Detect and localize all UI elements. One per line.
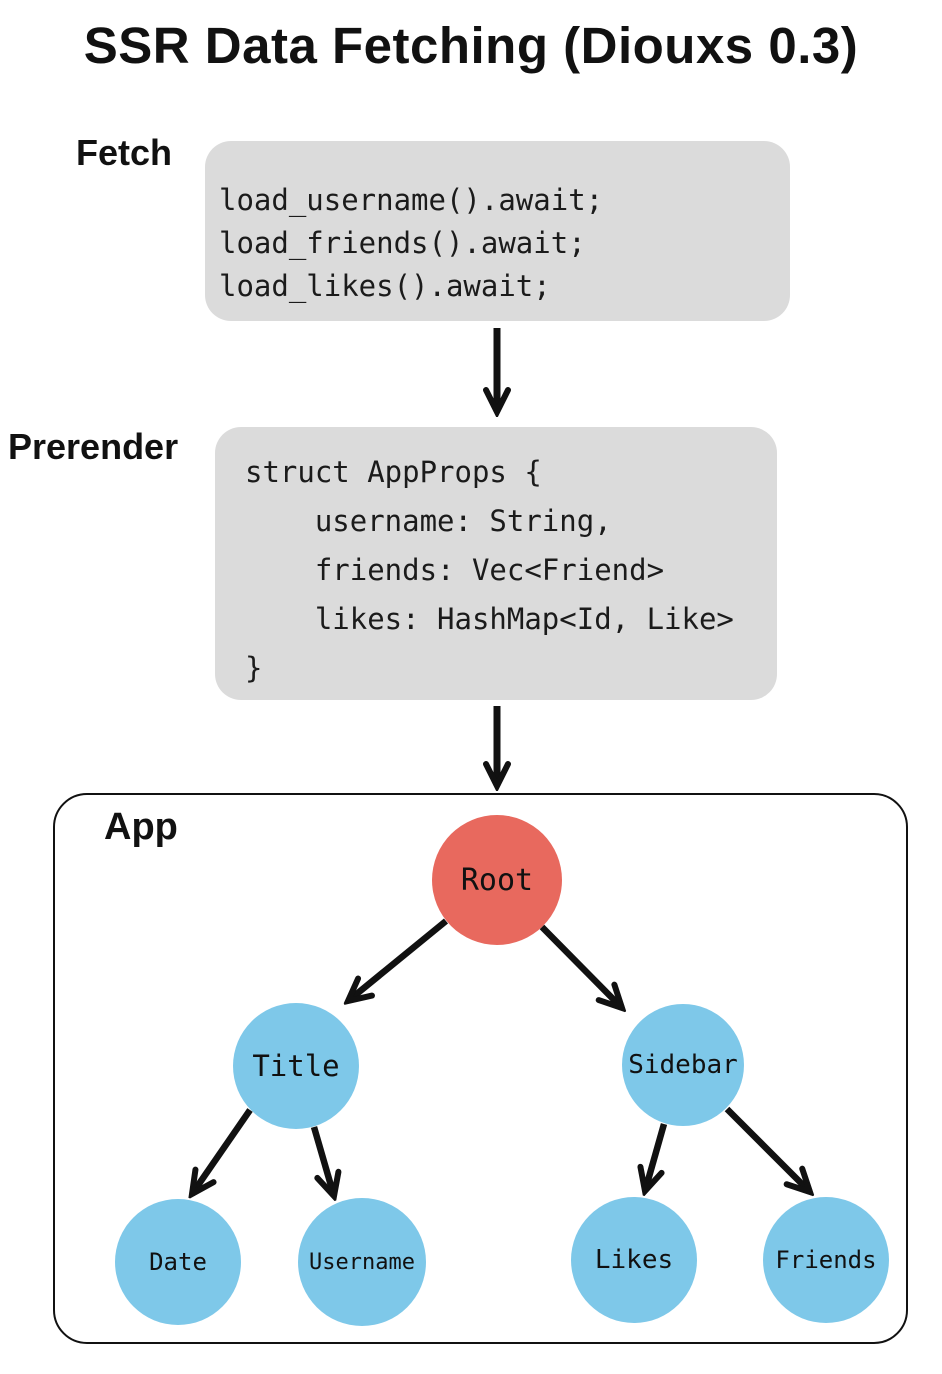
code-line: load_username().await; bbox=[219, 183, 604, 217]
tree-node-username: Username bbox=[298, 1198, 426, 1326]
app-stage-label: App bbox=[104, 806, 178, 848]
prerender-code-box: struct AppProps { username: String, frie… bbox=[215, 427, 777, 700]
tree-node-label: Root bbox=[460, 862, 534, 898]
tree-node-label: Date bbox=[149, 1248, 207, 1276]
code-line: friends: Vec<Friend> bbox=[245, 553, 665, 587]
tree-node-sidebar: Sidebar bbox=[622, 1004, 744, 1126]
fetch-code-box: load_username().await; load_friends().aw… bbox=[205, 141, 790, 321]
page-title: SSR Data Fetching (Diouxs 0.3) bbox=[83, 17, 859, 74]
code-line: struct AppProps { bbox=[245, 455, 542, 489]
tree-node-label: Username bbox=[309, 1249, 415, 1275]
tree-node-date: Date bbox=[115, 1199, 241, 1325]
tree-node-label: Title bbox=[252, 1049, 340, 1083]
tree-node-title: Title bbox=[233, 1003, 359, 1129]
tree-node-label: Sidebar bbox=[628, 1050, 738, 1080]
code-line: likes: HashMap<Id, Like> bbox=[245, 602, 734, 636]
fetch-stage-label: Fetch bbox=[76, 132, 173, 173]
tree-node-root: Root bbox=[432, 815, 562, 945]
code-line: load_likes().await; bbox=[219, 269, 551, 303]
code-line: } bbox=[245, 651, 263, 685]
prerender-stage-label: Prerender bbox=[8, 426, 179, 467]
tree-node-label: Likes bbox=[594, 1245, 674, 1275]
tree-node-label: Friends bbox=[775, 1246, 877, 1274]
tree-node-likes: Likes bbox=[571, 1197, 697, 1323]
code-line: username: String, bbox=[245, 504, 612, 538]
tree-node-friends: Friends bbox=[763, 1197, 889, 1323]
code-line: load_friends().await; bbox=[219, 226, 586, 260]
